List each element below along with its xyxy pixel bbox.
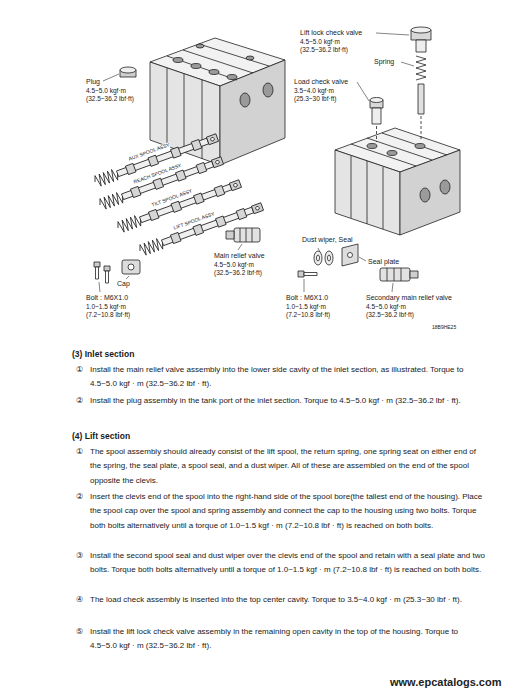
- part-label: Lift lock check valve: [300, 29, 362, 37]
- figure-code: 18B9HE25: [432, 325, 456, 331]
- step-text: Install the main relief valve assembly i…: [90, 363, 485, 392]
- torque-value: (32.5~36.2 lbf·ft): [366, 311, 414, 318]
- housing-side: [220, 60, 285, 165]
- step-text: The load check assembly is inserted into…: [90, 593, 485, 608]
- part-label: Dust wiper, Seal: [302, 236, 353, 244]
- step-number: ④: [76, 593, 83, 608]
- lift-lock-check-valve: [411, 27, 431, 140]
- bolt: [298, 271, 317, 277]
- step-text: The spool assembly should already consis…: [90, 445, 485, 489]
- part-label: Bolt : M6X1.0: [286, 294, 328, 302]
- ports: [173, 44, 273, 107]
- torque-value: 1.0~1.5 kgf·m: [286, 303, 326, 310]
- torque-value: (25.3~30 lbf·ft): [294, 95, 336, 102]
- step-number: ①: [76, 445, 83, 460]
- torque-value: (7.2~10.8 lbf·ft): [286, 311, 330, 318]
- plug: [120, 67, 136, 77]
- step-text: Install the lift lock check valve assemb…: [90, 625, 485, 654]
- part-label: Seal plate: [368, 258, 399, 266]
- dust-wiper-seal: [314, 251, 333, 265]
- bolt: [94, 262, 110, 283]
- step-number: ①: [76, 363, 83, 378]
- part-label: Plug: [86, 78, 100, 86]
- torque-value: (7.2~10.8 lbf·ft): [86, 311, 130, 318]
- step-text: Install the plug assembly in the tank po…: [90, 394, 485, 409]
- part-label: Spring: [374, 58, 394, 66]
- spool-assembly: [98, 155, 224, 211]
- secondary-main-relief-valve: [380, 268, 418, 281]
- housing-front: [335, 150, 400, 235]
- section-heading: (4) Lift section: [72, 429, 130, 444]
- part-label: Secondary main relief valve: [366, 294, 452, 302]
- section-lines: [351, 133, 447, 229]
- seal-plate: [342, 244, 358, 266]
- part-label: Main relief valve: [214, 252, 265, 260]
- spool-assembly: [116, 178, 242, 234]
- step-number: ③: [76, 549, 83, 564]
- part-label: Bolt : M6X1.0: [86, 294, 128, 302]
- section-heading: (3) Inlet section: [72, 347, 134, 362]
- step-number: ⑤: [76, 625, 83, 640]
- housing-side: [400, 150, 460, 235]
- torque-value: 4.5~5.0 kgf·m: [366, 303, 406, 310]
- spool-assemblies: [93, 132, 264, 257]
- torque-value: 4.5~5.0 kgf·m: [300, 38, 340, 45]
- part-label: Cap: [117, 280, 130, 288]
- torque-value: (32.5~36.2 lbf·ft): [86, 95, 134, 102]
- leader-lines: [99, 33, 414, 292]
- spool-assembly: [93, 132, 219, 188]
- step-text: Insert the clevis end of the spool into …: [90, 490, 485, 534]
- torque-value: 3.5~4.0 kgf·m: [294, 87, 334, 94]
- torque-value: (32.5~36.2 lbf·ft): [300, 46, 348, 53]
- main-relief-valve: [226, 228, 260, 242]
- spool-cap: [122, 260, 140, 274]
- watermark: www.epcatalogs.com: [390, 676, 501, 689]
- part-label: Load check valve: [294, 78, 348, 86]
- step-number: ②: [76, 394, 83, 409]
- torque-value: (32.5~36.2 lbf·ft): [214, 269, 262, 276]
- spool-assembly: [138, 201, 264, 257]
- torque-value: 1.0~1.5 kgf·m: [86, 303, 126, 310]
- torque-value: 4.5~5.0 kgf·m: [86, 87, 126, 94]
- ports: [367, 144, 450, 203]
- torque-value: 4.5~5.0 kgf·m: [214, 261, 254, 268]
- step-number: ②: [76, 490, 83, 505]
- section-lines: [167, 44, 269, 159]
- load-check-valve: [370, 98, 383, 143]
- step-text: Install the second spool seal and dust w…: [90, 549, 485, 578]
